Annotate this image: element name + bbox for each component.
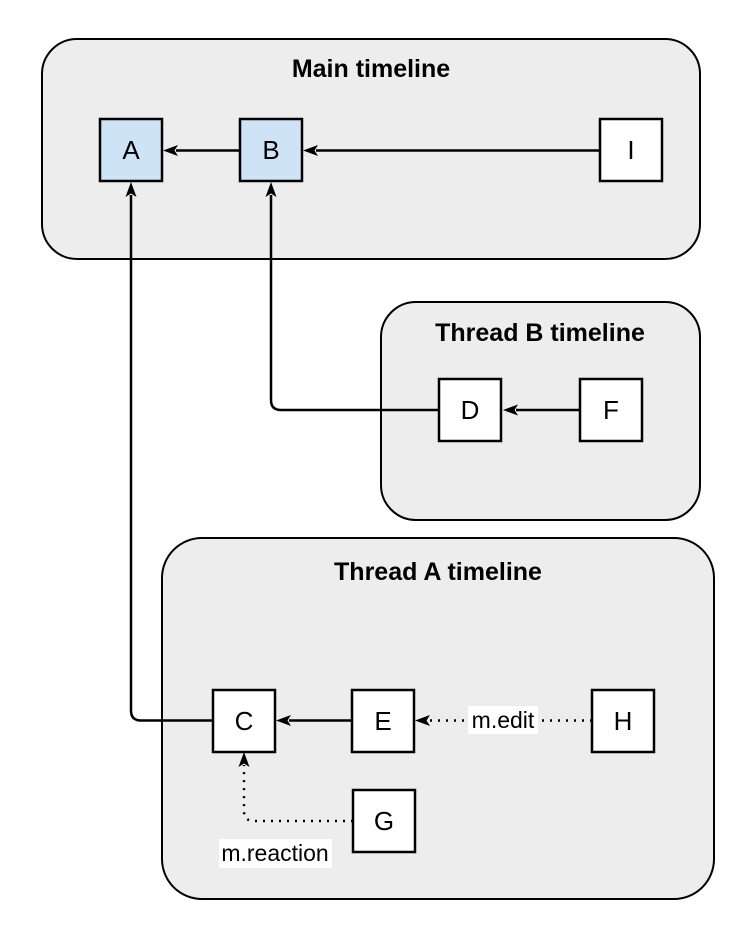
node-B: B — [238, 117, 304, 183]
edge-f-to-d-arrowhead — [503, 404, 518, 416]
node-I-label: I — [627, 135, 634, 165]
node-D-box — [437, 377, 503, 443]
node-E-box — [350, 688, 416, 754]
edge-e-to-c — [276, 715, 352, 726]
node-C-label: C — [235, 706, 254, 736]
main-timeline-title: Main timeline — [292, 55, 450, 83]
edge-h-to-e: m.edit — [415, 706, 592, 734]
edge-f-to-d — [503, 404, 580, 416]
edge-b-to-a — [163, 145, 240, 156]
edge-e-to-c-arrowhead — [276, 715, 291, 726]
node-D: D — [437, 377, 503, 443]
main-timeline-box — [41, 38, 701, 260]
main-timeline-container: Main timeline — [41, 38, 701, 260]
node-A: A — [98, 117, 164, 183]
node-G: G — [351, 788, 417, 854]
node-G-box — [351, 788, 417, 854]
node-F-label: F — [603, 395, 619, 425]
node-E: E — [350, 688, 416, 754]
node-A-label: A — [122, 135, 140, 165]
node-F-box — [578, 377, 644, 443]
node-H: H — [590, 688, 656, 754]
edge-c-to-a-arrowhead — [125, 182, 137, 197]
thread-a-timeline-box — [161, 537, 715, 900]
node-F: F — [578, 377, 644, 443]
edge-g-to-c: m.reaction — [219, 752, 353, 868]
node-E-label: E — [374, 706, 391, 736]
edge-c-to-a — [125, 182, 213, 722]
node-G-label: G — [374, 806, 394, 836]
edge-g-to-c-label-background — [219, 839, 332, 868]
edge-d-to-b-line — [269, 195, 439, 412]
thread-a-timeline-title: Thread A timeline — [334, 558, 542, 586]
thread-a-timeline-container: Thread A timeline — [161, 537, 715, 900]
edge-i-to-b-arrowhead — [303, 145, 318, 156]
node-H-box — [590, 688, 656, 754]
edge-d-to-b — [265, 182, 439, 412]
node-I-box — [598, 117, 664, 183]
node-C: C — [211, 688, 277, 754]
node-B-label: B — [262, 135, 279, 165]
node-D-label: D — [461, 395, 480, 425]
node-A-box — [98, 117, 164, 183]
edge-g-to-c-label: m.reaction — [221, 840, 328, 866]
edge-d-to-b-arrowhead — [265, 182, 277, 197]
thread-b-timeline-title: Thread B timeline — [435, 319, 645, 347]
node-C-box — [211, 688, 277, 754]
edge-i-to-b — [303, 145, 600, 156]
edge-h-to-e-label: m.edit — [472, 707, 535, 733]
edge-h-to-e-label-background — [468, 706, 538, 734]
edge-h-to-e-arrowhead — [415, 715, 430, 726]
node-B-box — [238, 117, 304, 183]
edge-c-to-a-line — [129, 195, 213, 722]
edge-b-to-a-arrowhead — [163, 145, 178, 156]
edge-g-to-c-arrowhead — [238, 752, 250, 767]
node-H-label: H — [614, 706, 633, 736]
node-I: I — [598, 117, 664, 183]
